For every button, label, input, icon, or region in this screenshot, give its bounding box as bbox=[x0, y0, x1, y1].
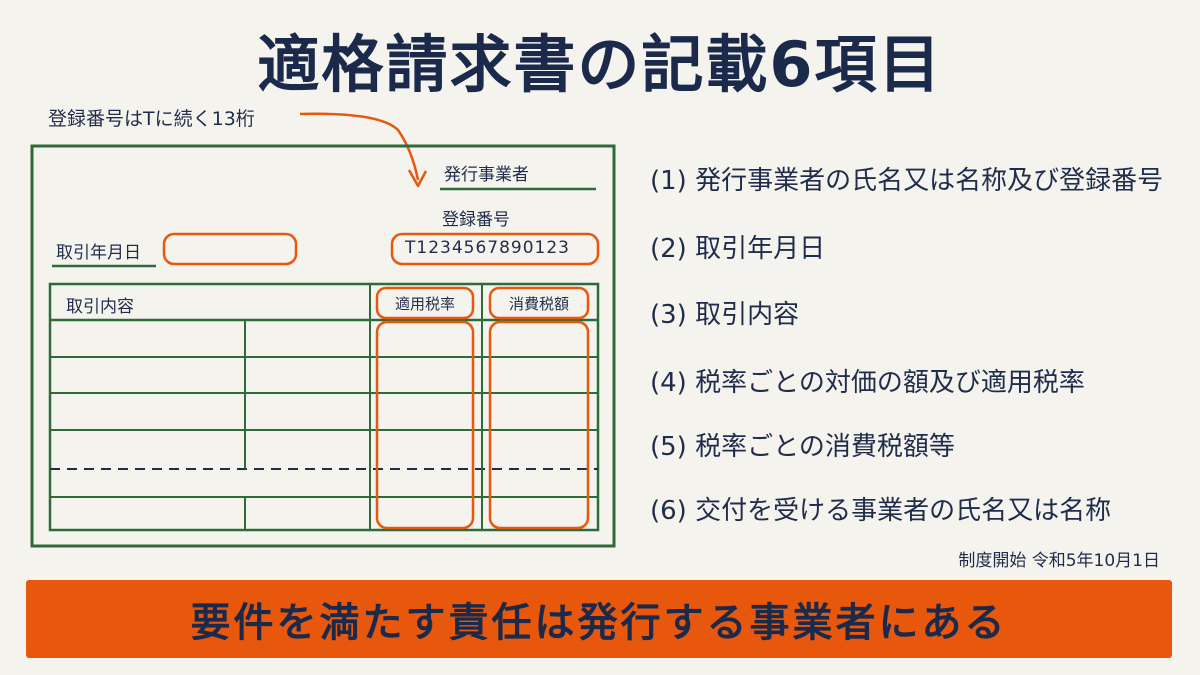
detail-table bbox=[48, 282, 600, 532]
tax-rate-column-box bbox=[375, 320, 475, 530]
tax-amount-column-box bbox=[488, 320, 590, 530]
reg-number-value: T1234567890123 bbox=[405, 238, 570, 258]
reg-number-label: 登録番号 bbox=[442, 210, 510, 230]
requirement-item-2: (2) 取引年月日 bbox=[650, 234, 826, 264]
requirement-item-5: (5) 税率ごとの消費税額等 bbox=[650, 432, 955, 462]
reg-number-annotation: 登録番号はTに続く13桁 bbox=[48, 108, 255, 130]
date-box bbox=[162, 232, 298, 266]
issuer-label: 発行事業者 bbox=[444, 165, 529, 185]
content-label: 取引内容 bbox=[66, 297, 134, 317]
requirement-item-4: (4) 税率ごとの対価の額及び適用税率 bbox=[650, 368, 1085, 398]
effective-date: 制度開始 令和5年10月1日 bbox=[958, 551, 1160, 571]
requirement-item-1: (1) 発行事業者の氏名又は名称及び登録番号 bbox=[650, 166, 1164, 196]
invoice-frame bbox=[30, 144, 616, 548]
requirement-item-3: (3) 取引内容 bbox=[650, 300, 800, 330]
tax-rate-label: 適用税率 bbox=[394, 295, 455, 313]
responsibility-banner: 要件を満たす責任は発行する事業者にある bbox=[26, 580, 1172, 658]
banner-text: 要件を満たす責任は発行する事業者にある bbox=[190, 600, 1008, 646]
page-title: 適格請求書の記載6項目 bbox=[257, 28, 943, 101]
annotation-arrowhead bbox=[407, 169, 428, 188]
tax-amount-label: 消費税額 bbox=[508, 295, 569, 313]
date-label: 取引年月日 bbox=[56, 243, 141, 263]
tax-amount-header-box bbox=[488, 286, 590, 320]
reg-number-box bbox=[390, 232, 600, 266]
requirement-item-6: (6) 交付を受ける事業者の氏名又は名称 bbox=[650, 496, 1112, 526]
annotation-arrow bbox=[299, 112, 420, 181]
tax-rate-header-box bbox=[375, 286, 475, 320]
